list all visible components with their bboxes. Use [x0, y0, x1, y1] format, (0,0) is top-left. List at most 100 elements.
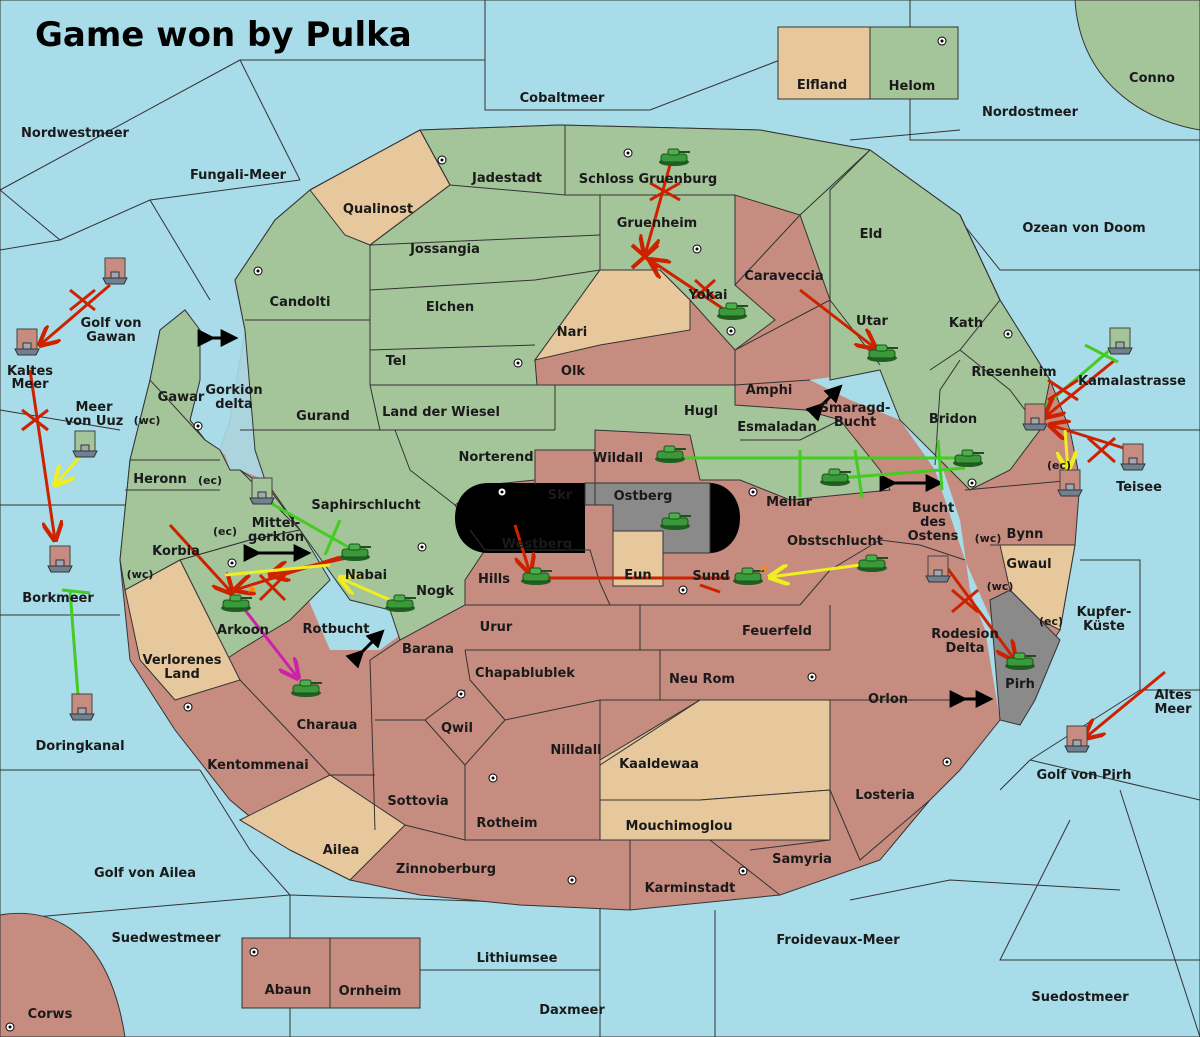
label-riesenheim: Riesenheim [971, 365, 1056, 380]
label-esmaladan: Esmaladan [737, 420, 817, 435]
svg-text:(ec): (ec) [213, 525, 237, 538]
label-daxmeer: Daxmeer [539, 1003, 605, 1018]
orders [28, 164, 1166, 738]
label-nilldall: Nilldall [550, 743, 601, 758]
units [14, 148, 1146, 753]
label-obstschlucht: Obstschlucht [787, 534, 883, 549]
support-ticks [61, 343, 1119, 595]
svg-text:(wc): (wc) [975, 532, 1002, 545]
label-sottovia: Sottovia [387, 794, 448, 809]
label-mellar: Mellar [766, 495, 812, 510]
label-gruenheim: Gruenheim [617, 216, 697, 231]
label-arkoon: Arkoon [217, 623, 269, 638]
map-title: Game won by Pulka [35, 15, 412, 55]
label-teisee: Teisee [1116, 480, 1162, 495]
label-skr: Skr [548, 488, 573, 503]
label-nabai: Nabai [345, 568, 387, 583]
svg-text:(ec): (ec) [1047, 459, 1071, 472]
label-neu-rom: Neu Rom [669, 672, 735, 687]
label-lithiumsee: Lithiumsee [477, 951, 558, 966]
label-sund: Sund [692, 569, 729, 584]
label-heronn: Heronn [133, 472, 187, 487]
label-borkmeer: Borkmeer [22, 591, 94, 606]
label-rotheim: Rotheim [476, 816, 537, 831]
svg-text:(wc): (wc) [127, 568, 154, 581]
label-nogk: Nogk [416, 584, 454, 599]
label-mittelgorkion: Mittel-gorkion [248, 516, 304, 545]
label-gwaul: Gwaul [1006, 557, 1051, 572]
label-saphirschlucht: Saphirschlucht [311, 498, 420, 513]
label-nordostmeer: Nordostmeer [982, 105, 1079, 120]
label-eun: Eun [624, 568, 651, 583]
label-amphi: Amphi [746, 383, 793, 398]
svg-text:(ec): (ec) [198, 474, 222, 487]
label-elchen: Elchen [426, 300, 474, 315]
label-losteria: Losteria [855, 788, 915, 803]
label-smaragd-bucht: Smaragd-Bucht [820, 401, 891, 430]
label-schloss-gruenburg: Schloss Gruenburg [579, 172, 717, 187]
label-barana: Barana [402, 642, 454, 657]
svg-text:(wc): (wc) [134, 414, 161, 427]
label-rotbucht: Rotbucht [303, 622, 370, 637]
label-fungali-meer: Fungali-Meer [190, 168, 287, 183]
label-jadestadt: Jadestadt [471, 171, 542, 186]
label-kupfer-kuste: Kupfer-Küste [1077, 605, 1132, 634]
label-caraveccia: Caraveccia [744, 269, 823, 284]
region-labels: Nordwestmeer Cobaltmeer Nordostmeer Fung… [7, 71, 1192, 1022]
label-zinnoberburg: Zinnoberburg [396, 862, 496, 877]
label-eld: Eld [860, 227, 883, 242]
label-kath: Kath [949, 316, 983, 331]
label-nari: Nari [557, 325, 588, 340]
label-golf-von-pirh: Golf von Pirh [1036, 768, 1131, 783]
label-yokai: Yokai [687, 288, 727, 303]
label-tel: Tel [386, 354, 406, 369]
label-samyria: Samyria [772, 852, 832, 867]
label-cobaltmeer: Cobaltmeer [520, 91, 605, 106]
svg-text:(ec): (ec) [1039, 615, 1063, 628]
label-gurand: Gurand [296, 409, 350, 424]
label-bynn: Bynn [1007, 527, 1044, 542]
label-candolti: Candolti [270, 295, 331, 310]
label-mouchimoglou: Mouchimoglou [626, 819, 733, 834]
label-kamalastrasse: Kamalastrasse [1078, 374, 1186, 389]
label-golf-von-ailea: Golf von Ailea [94, 866, 196, 881]
label-qualinost: Qualinost [343, 202, 413, 217]
label-urur: Urur [480, 620, 513, 635]
label-qwil: Qwil [441, 721, 473, 736]
label-abaun: Abaun [265, 983, 312, 998]
label-helom: Helom [889, 79, 936, 94]
label-land-der-wiesel: Land der Wiesel [382, 405, 500, 420]
label-ailea: Ailea [323, 843, 360, 858]
label-corws: Corws [28, 1007, 73, 1022]
label-olk: Olk [561, 364, 586, 379]
supply-centers [5, 36, 1013, 1032]
cut-marks [21, 181, 1116, 614]
label-ozean-von-doom: Ozean von Doom [1022, 221, 1145, 236]
label-karminstadt: Karminstadt [645, 881, 736, 896]
label-suedwestmeer: Suedwestmeer [111, 931, 221, 946]
label-ostberg: Ostberg [614, 489, 673, 504]
label-jossangia: Jossangia [409, 242, 480, 257]
label-conno: Conno [1129, 71, 1175, 86]
coast-tags: (wc) (ec) (ec) (wc) (wc) (ec) (wc) (ec) [127, 414, 1071, 628]
label-doringkanal: Doringkanal [35, 739, 124, 754]
label-charaua: Charaua [297, 718, 358, 733]
label-westberg: Westberg [502, 537, 572, 552]
label-hills: Hills [478, 572, 510, 587]
label-froidevaux-meer: Froidevaux-Meer [776, 933, 900, 948]
label-elfland: Elfland [797, 78, 847, 93]
svg-text:(wc): (wc) [987, 580, 1014, 593]
label-hugl: Hugl [684, 404, 718, 419]
label-utar: Utar [856, 314, 889, 329]
label-nordwestmeer: Nordwestmeer [21, 126, 129, 141]
